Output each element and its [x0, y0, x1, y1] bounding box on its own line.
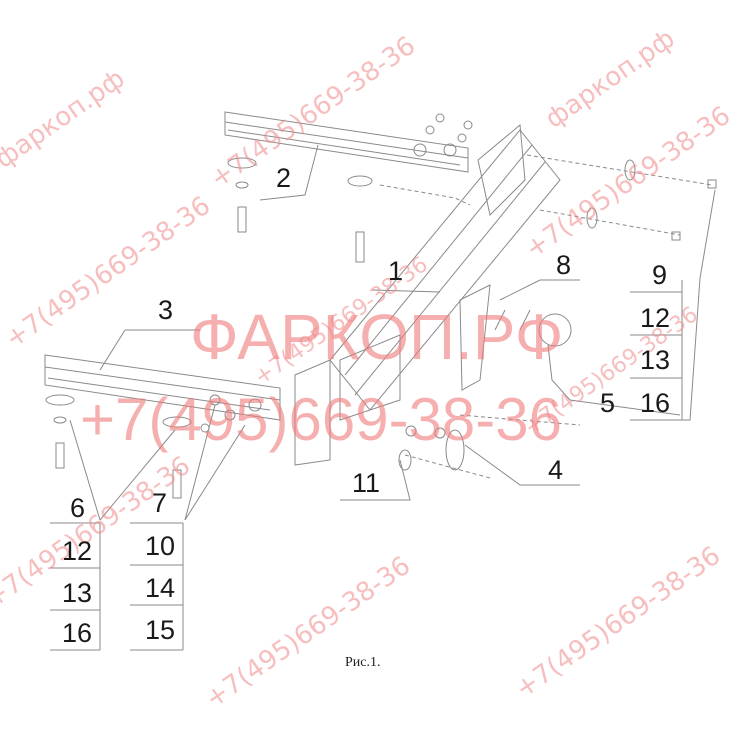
callout-6-16: 16 [62, 618, 93, 648]
callout-11: 11 [352, 468, 381, 498]
callout-7-15: 15 [145, 615, 176, 645]
callout-5: 5 [600, 388, 616, 418]
callout-7-14: 14 [145, 573, 176, 603]
figure-caption: Рис.1. [345, 655, 381, 670]
callout-9-12: 12 [640, 303, 671, 333]
callout-7: 7 [152, 488, 168, 518]
leader-lines [50, 144, 716, 651]
callout-9-16: 16 [640, 388, 671, 418]
bracket-part-2 [224, 111, 473, 263]
callout-1: 1 [388, 256, 404, 286]
callout-4: 4 [548, 455, 564, 485]
main-beam-part-1 [294, 124, 561, 466]
socket-plate-part-4 [398, 414, 581, 479]
bracket-part-3 [44, 354, 281, 499]
callout-6: 6 [70, 493, 86, 523]
callout-9: 9 [652, 260, 668, 290]
callout-6-13: 13 [62, 578, 93, 608]
callout-7-10: 10 [145, 531, 176, 561]
callout-6-12: 12 [62, 536, 93, 566]
callout-3: 3 [158, 295, 174, 325]
callout-9-13: 13 [640, 345, 671, 375]
callout-2: 2 [276, 163, 292, 193]
callout-8: 8 [556, 250, 572, 280]
fasteners-part-9 [526, 154, 717, 241]
tow-ball-part-5 [494, 309, 681, 416]
